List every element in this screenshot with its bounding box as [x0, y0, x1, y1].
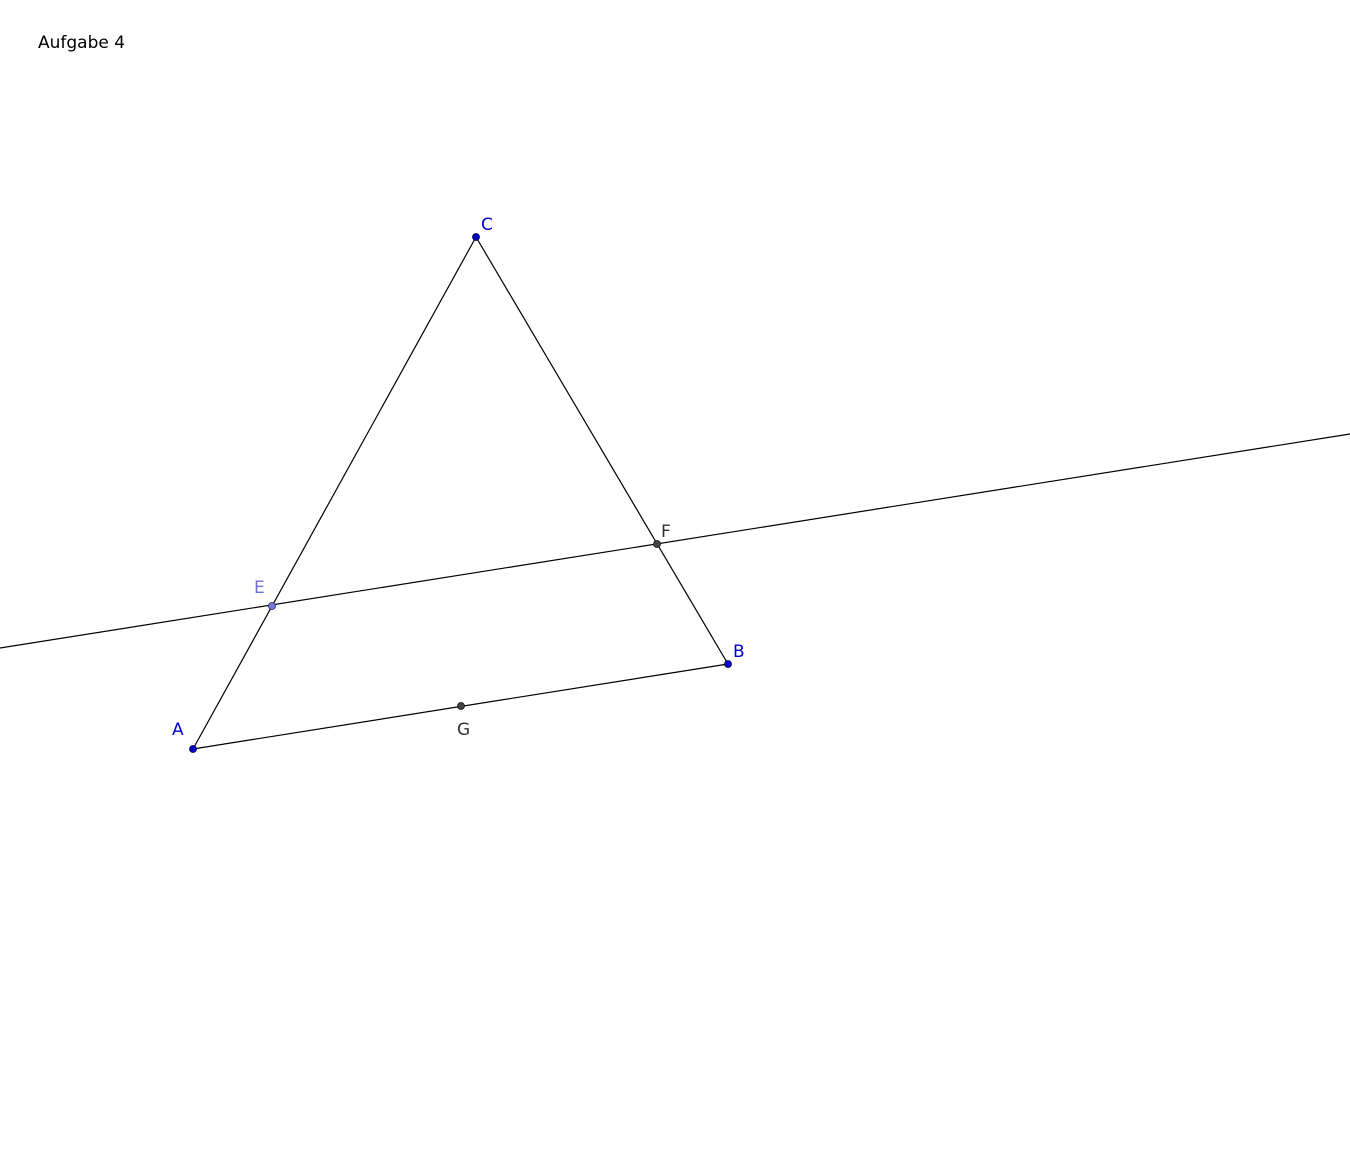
label-b: B — [733, 642, 745, 662]
point-f[interactable] — [653, 540, 661, 548]
label-c: C — [481, 215, 493, 235]
label-g: G — [457, 720, 470, 740]
line-ef[interactable] — [0, 433, 1350, 649]
point-e[interactable] — [268, 602, 276, 610]
label-e: E — [254, 578, 265, 598]
point-g[interactable] — [457, 702, 465, 710]
point-b[interactable] — [724, 660, 732, 668]
point-a[interactable] — [189, 745, 197, 753]
label-a: A — [172, 720, 184, 740]
segment-bc[interactable] — [475, 236, 729, 665]
task-title: Aufgabe 4 — [38, 33, 126, 53]
label-f: F — [661, 522, 671, 542]
point-c[interactable] — [472, 233, 480, 241]
segment-ca[interactable] — [192, 236, 477, 750]
